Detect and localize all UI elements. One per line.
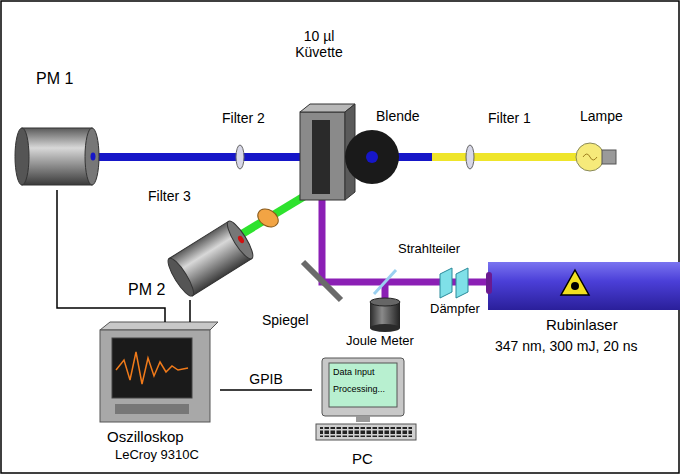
attenuator bbox=[440, 268, 468, 298]
oscilloscope-node: OszilloskopLeCroy 9310C bbox=[95, 322, 220, 472]
lamp-beam bbox=[430, 153, 582, 161]
wire-line bbox=[189, 300, 191, 322]
joule-meter bbox=[370, 298, 400, 332]
wire-line bbox=[220, 389, 312, 391]
photomultiplier-1 bbox=[15, 128, 99, 185]
laser-node: Rubinlaser 347 nm, 300 mJ, 20 ns bbox=[488, 262, 680, 362]
part-label: Strahlteiler bbox=[398, 242, 460, 257]
aperture bbox=[345, 130, 399, 184]
mirror bbox=[303, 262, 341, 300]
part-label: Dämpfer bbox=[430, 302, 480, 317]
computer bbox=[316, 358, 416, 440]
filter-1 bbox=[466, 145, 474, 169]
cuvette-label: 10 µl Küvette bbox=[288, 28, 350, 60]
part-label: Joule Meter bbox=[346, 334, 414, 349]
beam-splitter bbox=[374, 270, 396, 294]
part-label: Filter 1 bbox=[488, 110, 531, 126]
oscilloscope bbox=[100, 322, 218, 422]
part-label: Spiegel bbox=[262, 312, 309, 328]
screen-text: Data Input bbox=[333, 367, 375, 377]
part-label: Filter 3 bbox=[148, 188, 191, 204]
part-label: Lampe bbox=[580, 108, 623, 124]
filter-2 bbox=[236, 145, 244, 169]
node-subtitle: 347 nm, 300 mJ, 20 ns bbox=[495, 338, 637, 354]
signal-wire bbox=[220, 390, 312, 391]
photomultiplier-2 bbox=[164, 218, 257, 299]
part-label: Blende bbox=[376, 108, 420, 124]
signal-wire bbox=[57, 190, 165, 322]
photomultiplier-node: PM 1 bbox=[14, 68, 104, 190]
screen-text: Processing... bbox=[333, 384, 385, 394]
signal-wire bbox=[190, 300, 191, 322]
ruby-laser bbox=[486, 262, 680, 310]
node-subtitle: LeCroy 9310C bbox=[115, 448, 199, 463]
node-title: PM 1 bbox=[36, 70, 73, 88]
part-label: Filter 2 bbox=[222, 110, 265, 126]
node-title: Oszilloskop bbox=[107, 428, 184, 445]
filter-3 bbox=[254, 205, 281, 230]
node-title: PC bbox=[352, 450, 373, 467]
wire-line bbox=[57, 190, 165, 322]
lamp bbox=[576, 143, 616, 171]
photomultiplier-node: PM 2 bbox=[125, 225, 250, 300]
connector-label: GPIB bbox=[247, 371, 284, 387]
node-title: PM 2 bbox=[128, 281, 165, 299]
node-title: Rubinlaser bbox=[546, 316, 618, 333]
